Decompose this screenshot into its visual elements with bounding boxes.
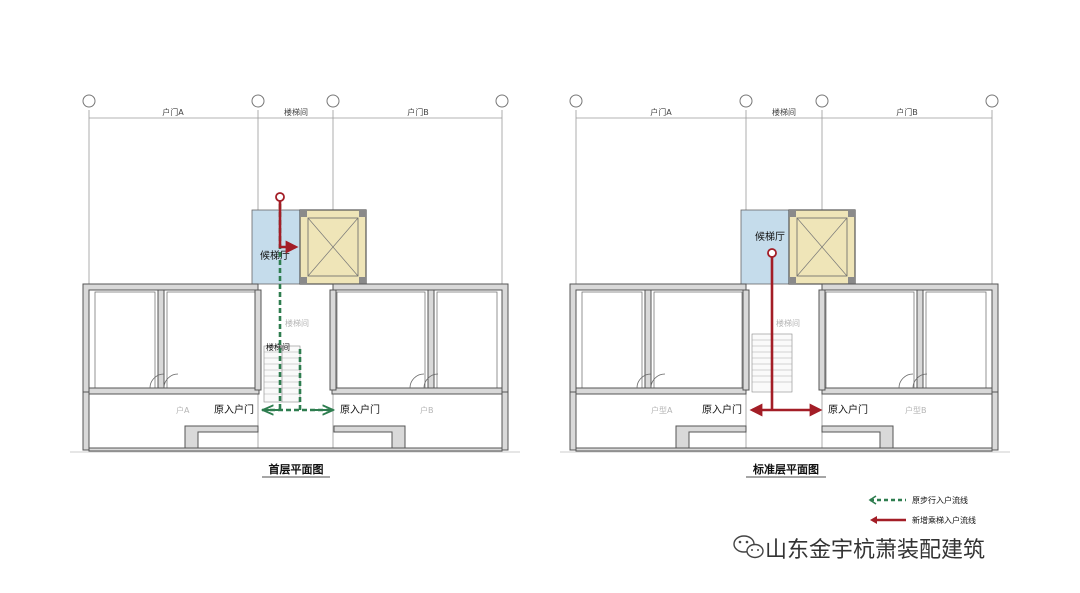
watermark: 山东金宇杭萧装配建筑 bbox=[733, 535, 985, 563]
standard-unit-a-room-1 bbox=[581, 291, 643, 389]
legend-walk-arrow-icon bbox=[868, 495, 877, 505]
ground-stair-label: 楼梯间 bbox=[266, 342, 290, 352]
standard-door-left-label: 原入户门 bbox=[702, 403, 742, 416]
ground-entrance-walls bbox=[184, 425, 259, 451]
ground-stair-hall-faint-label: 楼梯间 bbox=[285, 318, 309, 328]
ground-unit-a-room-1 bbox=[94, 291, 156, 389]
axis-label-unit-a: 户门A bbox=[650, 107, 672, 117]
ground-floor-plan: 户门A 楼梯间 户门B 候梯厅 bbox=[70, 94, 520, 478]
ground-unit-b-room-2 bbox=[436, 291, 498, 389]
legend-walk-route-label: 原步行入户流线 bbox=[912, 495, 968, 505]
standard-unit-b-room-2 bbox=[925, 291, 987, 389]
grid-axis-marker bbox=[985, 94, 999, 108]
elevator-lobby-area bbox=[740, 209, 790, 285]
wechat-icon bbox=[733, 535, 764, 559]
standard-route-start-point bbox=[767, 248, 777, 258]
standard-unit-b-room-1 bbox=[825, 291, 915, 389]
grid-axis-marker bbox=[739, 94, 753, 108]
standard-floor-title: 标准层平面图 bbox=[752, 462, 819, 476]
standard-unit-a-room-2 bbox=[653, 291, 743, 389]
grid-axis-marker bbox=[251, 94, 265, 108]
legend: 原步行入户流线 新增乘梯入户流线 bbox=[868, 495, 976, 525]
standard-door-right-label: 原入户门 bbox=[828, 403, 868, 416]
grid-axis-marker bbox=[569, 94, 583, 108]
ground-unit-a-faint-label: 户A bbox=[176, 405, 190, 415]
ground-elevator-route bbox=[278, 197, 299, 254]
axis-label-stair: 楼梯间 bbox=[284, 107, 308, 117]
ground-unit-b-faint-label: 户B bbox=[420, 405, 434, 415]
standard-stair-hall-faint-label: 楼梯间 bbox=[776, 318, 800, 328]
grid-axis-marker bbox=[495, 94, 509, 108]
ground-floor-title: 首层平面图 bbox=[269, 462, 324, 476]
axis-label-unit-b: 户门B bbox=[407, 107, 429, 117]
ground-elevator-lobby-label: 候梯厅 bbox=[260, 249, 290, 262]
legend-elevator-route-label: 新增乘梯入户流线 bbox=[912, 515, 976, 525]
ground-unit-a-room-2 bbox=[166, 291, 256, 389]
axis-label-stair: 楼梯间 bbox=[772, 107, 796, 117]
axis-label-unit-b: 户门B bbox=[896, 107, 918, 117]
ground-door-left-label: 原入户门 bbox=[214, 403, 254, 416]
standard-floor-plan: 户门A 楼梯间 户门B 候梯厅 bbox=[560, 94, 1010, 478]
watermark-text: 山东金宇杭萧装配建筑 bbox=[765, 538, 985, 563]
standard-elevator-lobby-label: 候梯厅 bbox=[755, 230, 785, 243]
standard-unit-b-faint-label: 户型B bbox=[905, 405, 927, 415]
legend-elevator-arrow-icon bbox=[870, 516, 877, 524]
standard-entrance-walls bbox=[675, 425, 747, 451]
axis-label-unit-a: 户门A bbox=[162, 107, 184, 117]
ground-stair bbox=[263, 345, 301, 403]
grid-axis-marker bbox=[326, 94, 340, 108]
ground-door-right-label: 原入户门 bbox=[340, 403, 380, 416]
standard-unit-a-faint-label: 户型A bbox=[651, 405, 673, 415]
grid-axis-marker bbox=[815, 94, 829, 108]
ground-route-start-point bbox=[275, 192, 285, 202]
ground-unit-b-room-1 bbox=[336, 291, 426, 389]
ground-axis-grid: 户门A 楼梯间 户门B bbox=[82, 94, 509, 450]
grid-axis-marker bbox=[82, 94, 96, 108]
